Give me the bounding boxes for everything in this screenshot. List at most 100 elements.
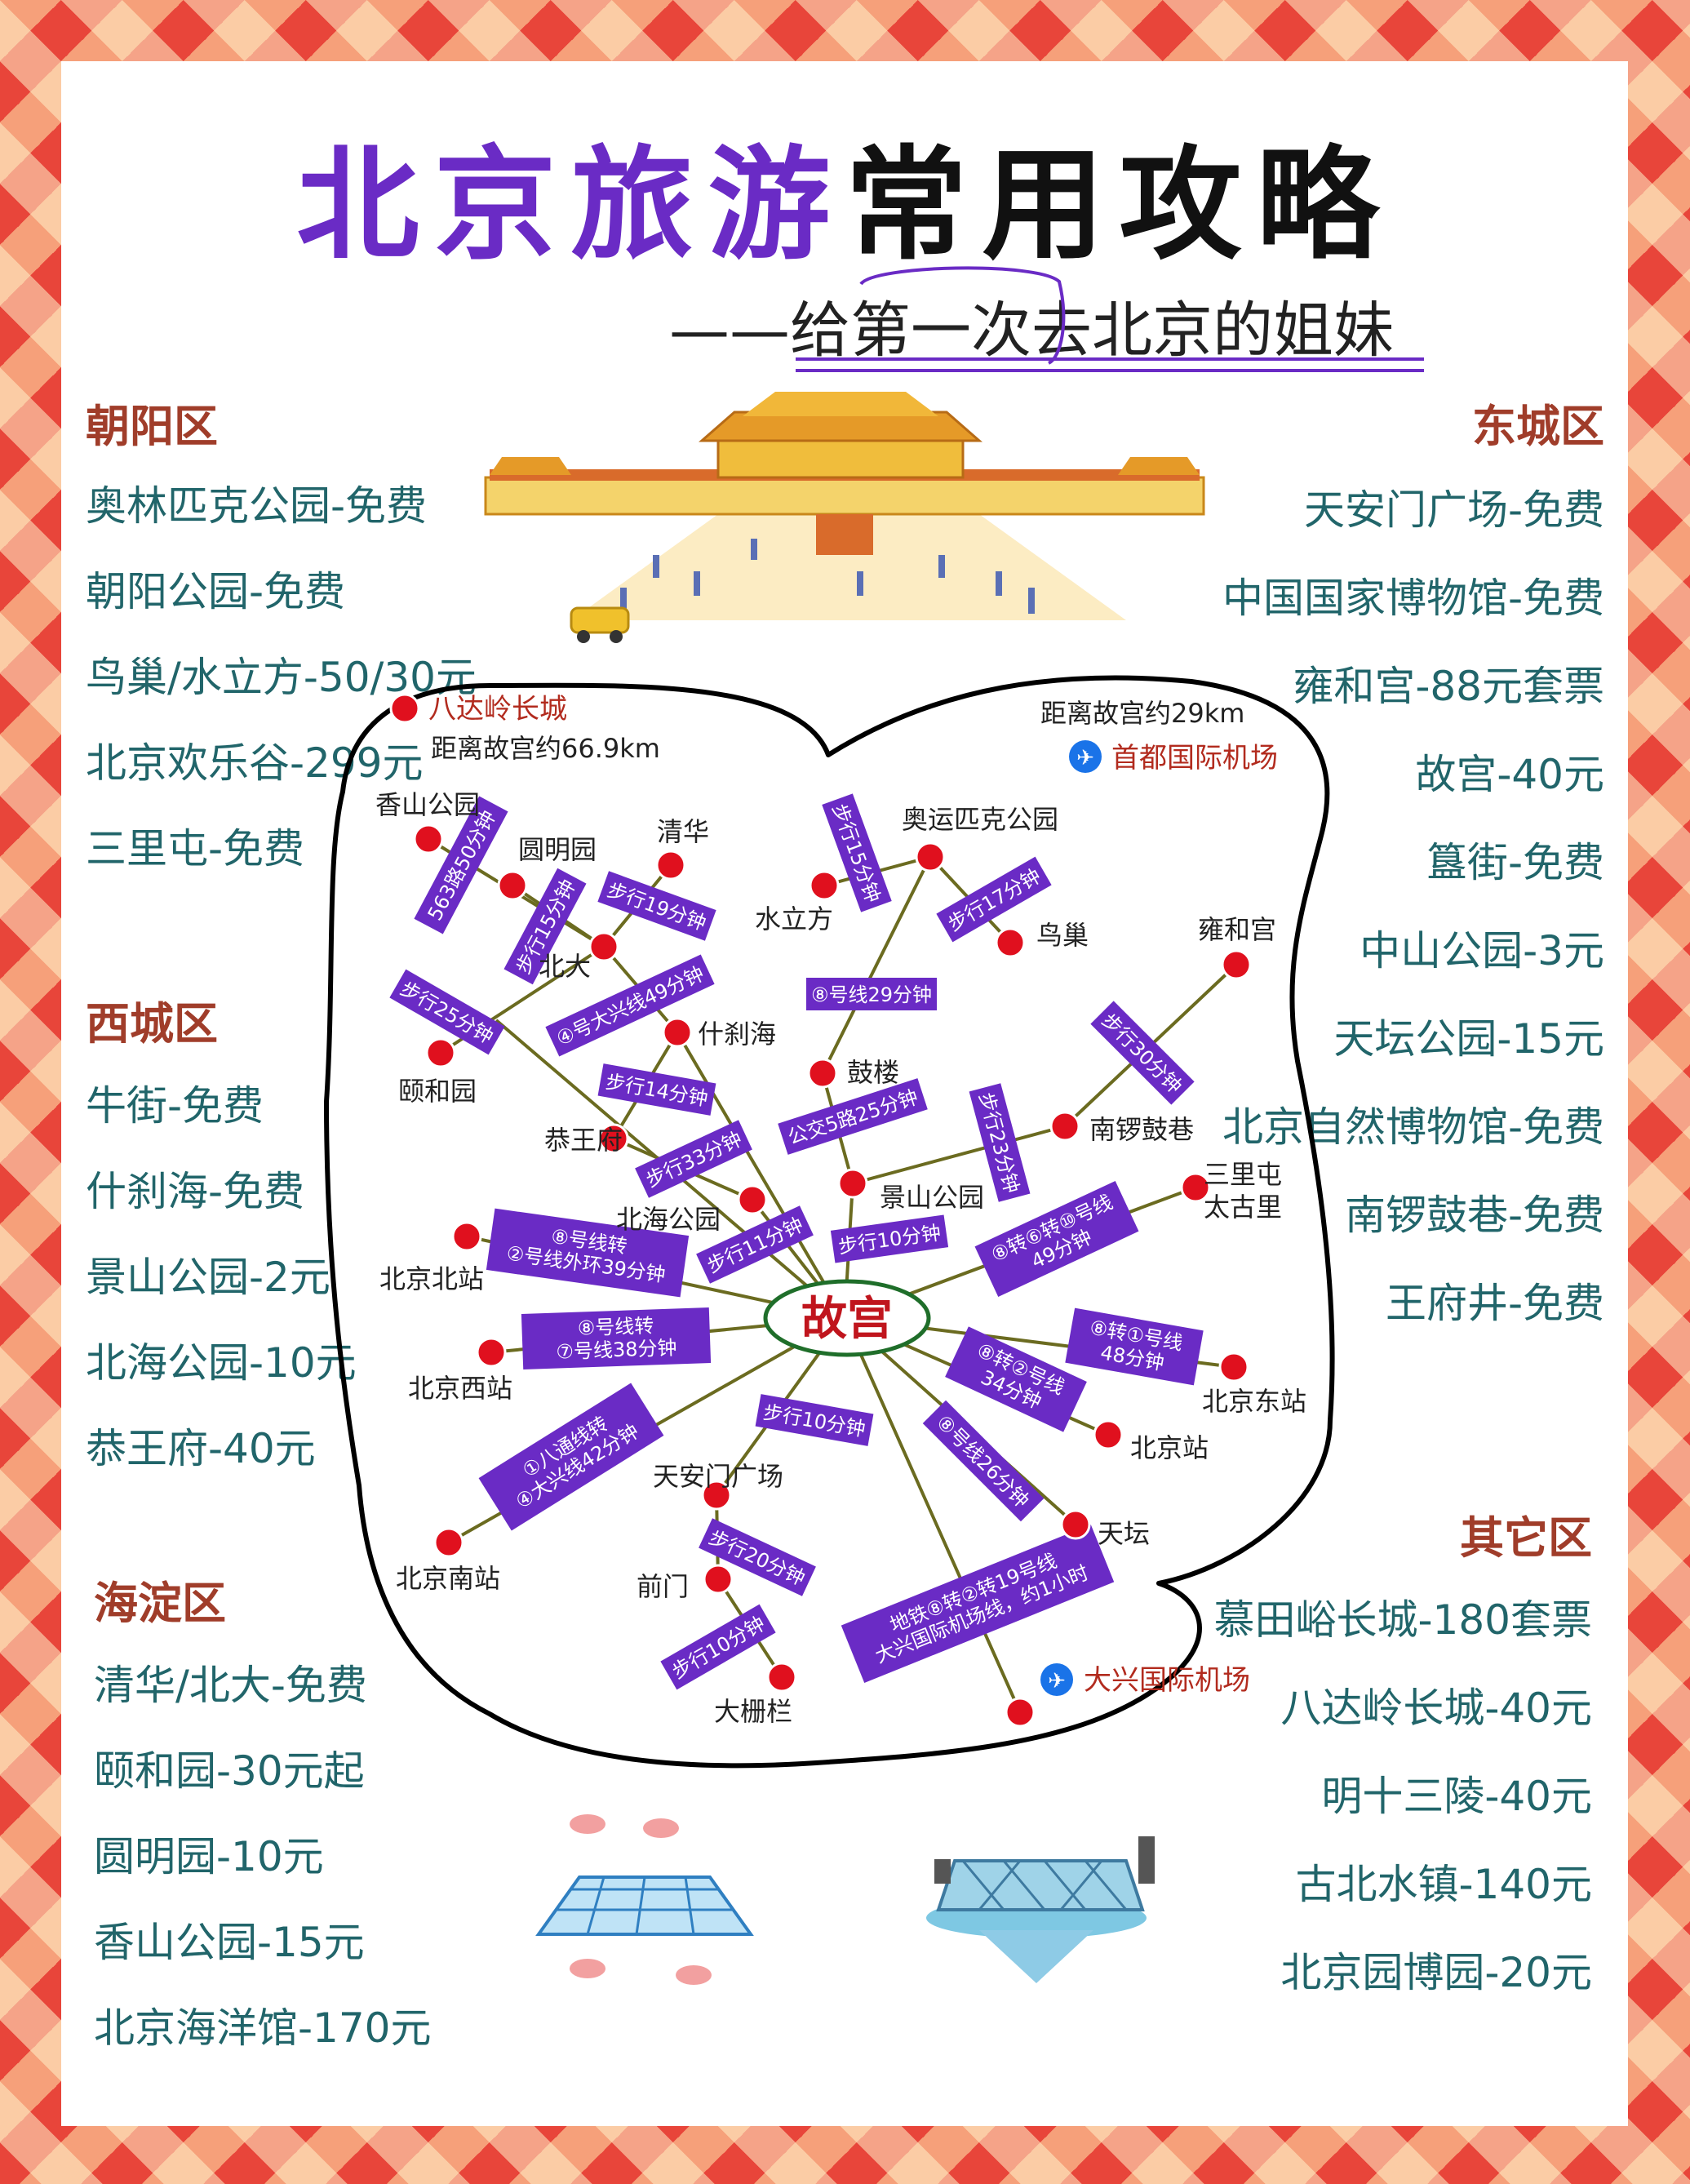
pin-yuanmingyuan[interactable] xyxy=(497,870,528,901)
list-item: 明十三陵-40元 xyxy=(1321,1773,1592,1820)
label-place: 北大 xyxy=(539,951,591,982)
pin-beida[interactable] xyxy=(588,931,619,962)
list-item: 鸟巢/水立方-50/30元 xyxy=(86,654,477,701)
pin-xiangshan[interactable] xyxy=(413,823,444,855)
pin-beijingbei[interactable] xyxy=(451,1221,482,1252)
label-place: 雍和宫 xyxy=(1198,914,1276,945)
list-item: 圆明园-10元 xyxy=(94,1833,324,1880)
label-place: 太古里 xyxy=(1204,1192,1282,1223)
airplane-glyph: ✈ xyxy=(1048,1669,1066,1693)
list-item: 故宫-40元 xyxy=(1415,751,1604,798)
label-place: 鸟巢 xyxy=(1036,920,1089,951)
label-place: 南锣鼓巷 xyxy=(1089,1114,1194,1145)
label-daxing-airport: 大兴国际机场 xyxy=(1084,1664,1250,1697)
pin-shuilifang[interactable] xyxy=(809,870,840,901)
list-item: 南锣鼓巷-免费 xyxy=(1344,1192,1604,1239)
section-other: 其它区 xyxy=(1460,1512,1592,1564)
pin-qianmen[interactable] xyxy=(703,1564,734,1595)
label-place: 颐和园 xyxy=(398,1076,477,1107)
list-item: 雍和宫-88元套票 xyxy=(1293,663,1604,710)
pin-shichahai[interactable] xyxy=(662,1017,693,1048)
label-place: 北京站 xyxy=(1130,1432,1209,1463)
forbidden-city-illustration xyxy=(484,392,1205,643)
place-labels: 八达岭长城 距离故宫约66.9km 距离故宫约29km ✈ 首都国际机场 香山公… xyxy=(375,693,1306,1727)
label-place: 什刹海 xyxy=(698,1019,776,1050)
route-tag: ⑧号线29分钟 xyxy=(811,983,932,1006)
title-black: 常用攻略 xyxy=(845,135,1394,277)
pin-beijingzhan[interactable] xyxy=(1093,1419,1124,1450)
page-title: 北京旅游常用攻略 xyxy=(0,106,1690,283)
list-item: 颐和园-30元起 xyxy=(94,1747,365,1795)
label-place: 鼓楼 xyxy=(847,1057,899,1088)
list-item: 北京海洋馆-170元 xyxy=(94,2004,432,2052)
list-item: 奥林匹克公园-免费 xyxy=(86,482,428,530)
route-tag: 步行25分钟 xyxy=(397,977,498,1049)
label-place: 前门 xyxy=(637,1571,689,1602)
label-place: 景山公园 xyxy=(880,1182,984,1213)
section-chaoyang: 朝阳区 xyxy=(86,401,218,452)
subtitle-underline xyxy=(796,357,1424,361)
list-item: 八达岭长城-40元 xyxy=(1280,1685,1592,1732)
label-place: 北京北站 xyxy=(379,1263,484,1294)
list-item: 北京自然博物馆-免费 xyxy=(1222,1103,1604,1151)
pin-beijingxi[interactable] xyxy=(476,1337,507,1368)
pin-tiantan[interactable] xyxy=(1060,1509,1091,1540)
list-item: 清华/北大-免费 xyxy=(94,1662,367,1709)
label-place: 北京西站 xyxy=(408,1373,512,1404)
list-item: 王府井-免费 xyxy=(1385,1280,1604,1327)
list-item: 朝阳公园-免费 xyxy=(86,568,346,615)
route-tag: ⑧号线转⑦号线38分钟 xyxy=(555,1313,677,1363)
pin-sanlitun[interactable] xyxy=(1180,1172,1211,1203)
label-place: 清华 xyxy=(657,816,709,847)
pin-beijingnan[interactable] xyxy=(433,1527,464,1558)
pin-beijingdong[interactable] xyxy=(1218,1352,1249,1383)
pin-gulou[interactable] xyxy=(807,1058,838,1089)
list-item: 天安门广场-免费 xyxy=(1303,486,1604,534)
label-capital-distance: 距离故宫约29km xyxy=(1040,698,1244,729)
list-item: 牛街-免费 xyxy=(86,1082,264,1130)
location-pins xyxy=(389,693,1252,1728)
pin-dashilan[interactable] xyxy=(766,1662,797,1693)
center-gugong-ellipse[interactable] xyxy=(763,1279,931,1357)
label-place: 香山公园 xyxy=(375,789,480,820)
label-place: 大栅栏 xyxy=(714,1696,792,1727)
label-place: 天坛 xyxy=(1098,1518,1150,1549)
pin-aoyun[interactable] xyxy=(915,841,946,872)
label-capital-airport: 首都国际机场 xyxy=(1111,742,1278,775)
pin-nanluo[interactable] xyxy=(1049,1111,1080,1142)
label-place: 天安门广场 xyxy=(653,1461,783,1492)
list-item: 三里屯-免费 xyxy=(86,825,305,872)
airplane-glyph: ✈ xyxy=(1076,746,1094,770)
pin-beihai[interactable] xyxy=(737,1184,768,1215)
list-item: 景山公园-2元 xyxy=(86,1254,330,1301)
section-haidian: 海淀区 xyxy=(94,1578,226,1629)
water-cube-illustration xyxy=(535,1814,754,1985)
label-place: 水立方 xyxy=(755,903,833,934)
pin-jingshan[interactable] xyxy=(837,1168,868,1199)
pin-yonghegong[interactable] xyxy=(1221,949,1252,980)
pin-tiananmen[interactable] xyxy=(701,1480,732,1511)
label-badaling-distance: 距离故宫约66.9km xyxy=(431,733,660,764)
pin-daxing[interactable] xyxy=(1005,1697,1036,1728)
label-place: 圆明园 xyxy=(518,834,597,865)
section-dongcheng: 东城区 xyxy=(1472,401,1604,452)
list-item: 中山公园-3元 xyxy=(1360,927,1604,974)
label-place: 恭王府 xyxy=(544,1125,623,1156)
center-gugong-label: 故宫 xyxy=(801,1293,893,1346)
list-item: 慕田峪长城-180套票 xyxy=(1213,1596,1592,1644)
pin-gongwangfu[interactable] xyxy=(598,1123,629,1154)
pin-niaochao[interactable] xyxy=(995,927,1026,958)
list-item: 北海公园-10元 xyxy=(86,1339,357,1387)
title-purple: 北京旅游 xyxy=(296,135,845,277)
pin-qinghua[interactable] xyxy=(655,850,686,881)
label-badaling: 八达岭长城 xyxy=(428,693,567,726)
label-place: 北海公园 xyxy=(616,1204,721,1235)
pin-yiheyuan[interactable] xyxy=(425,1037,456,1068)
pin-badaling[interactable] xyxy=(389,693,420,724)
list-item: 中国国家博物馆-免费 xyxy=(1222,575,1604,622)
list-item: 天坛公园-15元 xyxy=(1333,1015,1604,1063)
airplane-icon xyxy=(1069,740,1102,773)
list-item: 古北水镇-140元 xyxy=(1295,1861,1592,1908)
label-place: 北京东站 xyxy=(1202,1386,1306,1417)
